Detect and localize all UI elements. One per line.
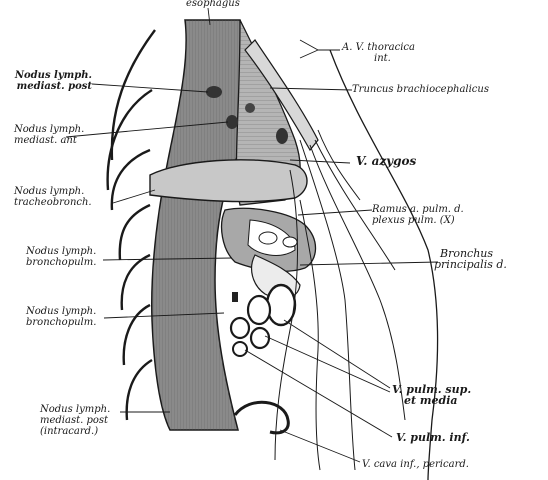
pulmonary-vein	[267, 285, 295, 325]
label-truncus: Truncus brachiocephalicus	[352, 84, 489, 95]
label-v-pulm-sup-line2: et media	[392, 395, 471, 406]
label-nodus-bronchopulm-2-line2: bronchopulm.	[26, 317, 96, 328]
label-av-thoracica-line2: int.	[342, 53, 415, 64]
bronchus-lumen	[259, 232, 277, 244]
label-nodus-tracheobronch: Nodus lymph. tracheobronch.	[14, 186, 92, 208]
label-v-pulm-inf: V. pulm. inf.	[396, 432, 470, 443]
label-ramus-pulm: Ramus a. pulm. d. plexus pulm. (X)	[372, 204, 464, 226]
lymph-node	[206, 86, 222, 98]
label-nodus-bronchopulm-1-line1: Nodus lymph.	[26, 246, 96, 257]
pulmonary-vein	[231, 318, 249, 338]
v-cava-ring	[235, 402, 288, 433]
label-nodus-tracheobronch-line2: tracheobronch.	[14, 197, 92, 208]
label-nodus-mediast-post-line2: mediast. post	[8, 81, 92, 92]
chest-wall	[108, 30, 155, 420]
label-nodus-mediast-ant: Nodus lymph. mediast. ant	[14, 124, 84, 146]
label-av-thoracica: A. V. thoracica int.	[342, 42, 415, 64]
bronchus-lumen	[283, 237, 297, 247]
label-nodus-intracard-line2: mediast. post	[40, 415, 110, 426]
label-nodus-bronchopulm-2-line1: Nodus lymph.	[26, 306, 96, 317]
label-nodus-mediast-post-line1: Nodus lymph.	[8, 70, 92, 81]
label-ramus-pulm-line2: plexus pulm. (X)	[372, 215, 464, 226]
label-nodus-bronchopulm-2: Nodus lymph. bronchopulm.	[26, 306, 96, 328]
label-nodus-bronchopulm-1: Nodus lymph. bronchopulm.	[26, 246, 96, 268]
label-nodus-intracard-line1: Nodus lymph.	[40, 404, 110, 415]
label-v-pulm-sup: V. pulm. sup. et media	[392, 384, 471, 406]
label-nodus-bronchopulm-1-line2: bronchopulm.	[26, 257, 96, 268]
pulmonary-vein	[248, 296, 270, 324]
label-nodus-intracard-line3: (intracard.)	[40, 426, 110, 437]
label-nodus-intracard: Nodus lymph. mediast. post (intracard.)	[40, 404, 110, 437]
pulmonary-vein	[251, 328, 269, 348]
label-ramus-pulm-line1: Ramus a. pulm. d.	[372, 204, 464, 215]
label-esophagus: esophagus	[186, 0, 240, 9]
pleura-outline	[330, 50, 438, 480]
pulmonary-vein	[233, 342, 247, 356]
label-av-thoracica-line1: A. V. thoracica	[342, 42, 415, 53]
label-nodus-mediast-ant-line1: Nodus lymph.	[14, 124, 84, 135]
label-bronchus: Bronchus principalis d.	[440, 248, 507, 270]
label-bronchus-line2: principalis d.	[434, 259, 507, 270]
label-nodus-mediast-ant-line2: mediast. ant	[14, 135, 84, 146]
label-nodus-mediast-post: Nodus lymph. mediast. post	[8, 70, 92, 92]
lymph-node	[276, 128, 288, 144]
label-v-cava: V. cava inf., pericard.	[362, 459, 469, 470]
label-v-azygos: V. azygos	[356, 156, 416, 167]
label-nodus-tracheobronch-line1: Nodus lymph.	[14, 186, 92, 197]
lymph-node	[245, 103, 255, 113]
